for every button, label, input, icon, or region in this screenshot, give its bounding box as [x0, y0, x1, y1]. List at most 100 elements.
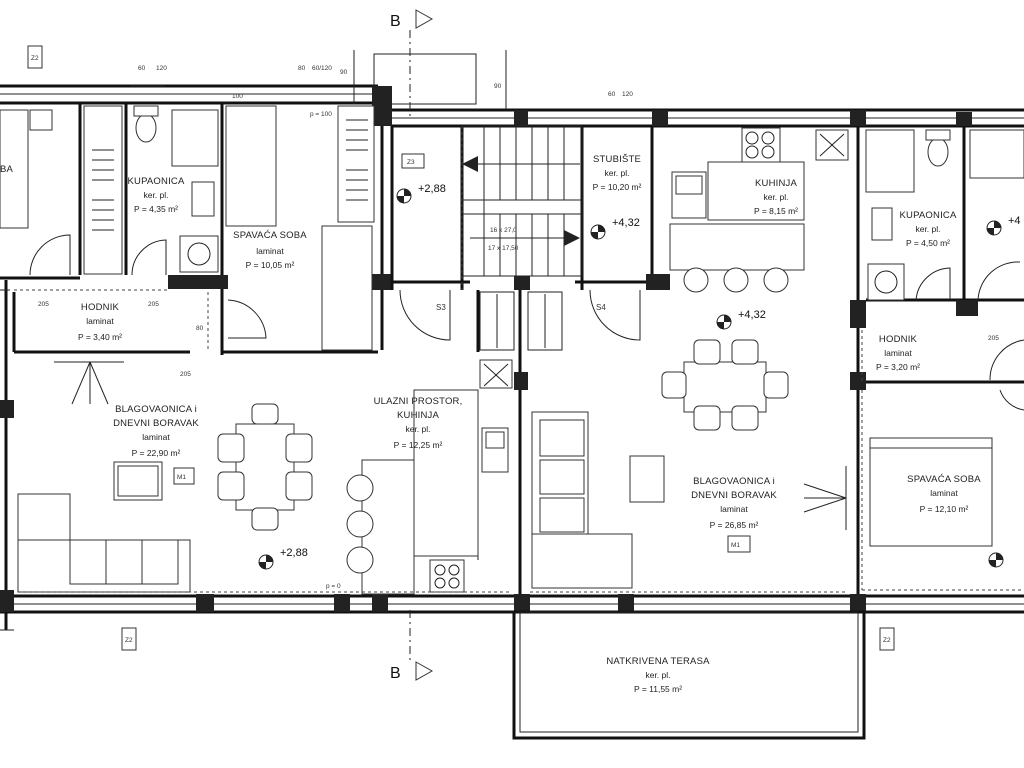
room-blagovaonica-right: BLAGOVAONICA i DNEVNI BORAVAK laminat P …: [691, 476, 777, 530]
level-value: +4,32: [612, 217, 640, 229]
room-area: P = 10,20 m²: [593, 182, 642, 192]
room-area: P = 3,20 m²: [876, 362, 920, 372]
room-area: P = 12,10 m²: [920, 504, 969, 514]
door-swings: [29, 234, 1024, 411]
room-area: P = 8,15 m²: [754, 206, 798, 216]
dim: p = 0: [326, 583, 341, 590]
room-name: BLAGOVAONICA i: [115, 404, 197, 415]
room-floor: ker. pl.: [405, 424, 430, 434]
dim: 60: [608, 91, 616, 98]
dim: 205: [38, 301, 49, 308]
dim: 100: [232, 93, 243, 100]
dim: 205: [988, 335, 999, 342]
room-area: P = 4,50 m²: [906, 238, 950, 248]
level-value: +4,32: [738, 309, 766, 321]
tag-z2: Z2: [31, 55, 39, 62]
tag-z2: Z2: [125, 637, 133, 644]
room-area: P = 26,85 m²: [710, 520, 759, 530]
room-floor: laminat: [884, 348, 912, 358]
room-terasa: NATKRIVENA TERASA ker. pl. P = 11,55 m²: [606, 656, 710, 694]
element-tags: Z2 Z3 Z2 Z2 M1 M1: [27, 45, 895, 651]
room-kuhinja: KUHINJA ker. pl. P = 8,15 m²: [754, 178, 798, 216]
dim: 90: [340, 69, 348, 76]
room-hodnik-right: HODNIK laminat P = 3,20 m²: [876, 334, 920, 372]
level-marker: +2,88: [396, 183, 446, 204]
dim: 60: [138, 65, 146, 72]
room-name: HODNIK: [81, 302, 120, 313]
room-spavaca-right: SPAVAĆA SOBA laminat P = 12,10 m²: [907, 474, 981, 514]
shaft-label-s4: S4: [596, 303, 606, 312]
shaft-label-s3: S3: [436, 303, 446, 312]
level-marker: +2,88: [258, 547, 308, 570]
room-name-cut: BA: [0, 164, 14, 175]
room-name: KUPAONICA: [899, 210, 957, 221]
room-floor: laminat: [930, 488, 958, 498]
furniture: [0, 105, 1024, 595]
room-floor: laminat: [142, 432, 170, 442]
room-kupaonica-left: KUPAONICA ker. pl. P = 4,35 m²: [127, 176, 185, 214]
section-letter: B: [390, 13, 401, 30]
dim: 120: [622, 91, 633, 98]
room-name: NATKRIVENA TERASA: [606, 656, 710, 667]
level-value: +2,88: [280, 547, 308, 559]
tag-z3: Z3: [407, 159, 415, 166]
dim: 60/120: [312, 65, 332, 72]
room-spavaca-left: SPAVAĆA SOBA laminat P = 10,05 m²: [233, 230, 307, 270]
room-name: SPAVAĆA SOBA: [907, 474, 981, 485]
section-marker-top: B: [390, 9, 434, 120]
room-floor: ker. pl.: [604, 168, 629, 178]
tag-m1: M1: [731, 542, 740, 549]
room-floor: ker. pl.: [645, 670, 670, 680]
room-area: P = 3,40 m²: [78, 332, 122, 342]
section-marker-bottom: B: [390, 610, 434, 682]
room-labels: BA KUPAONICA ker. pl. P = 4,35 m² SPAVAĆ…: [0, 154, 981, 694]
level-marker: +4,32: [716, 309, 766, 330]
level-value: +4: [1008, 215, 1021, 227]
room-name: KUHINJA: [397, 410, 440, 421]
dim: p = 100: [310, 111, 332, 118]
room-stubiste: STUBIŠTE ker. pl. P = 10,20 m²: [593, 154, 642, 192]
dim: 80: [298, 65, 306, 72]
tag-m1: M1: [177, 474, 186, 481]
dim: 80: [196, 325, 204, 332]
level-value: +2,88: [418, 183, 446, 195]
stair-spec-1: 16 x 27,0: [490, 227, 517, 234]
room-area: P = 10,05 m²: [246, 260, 295, 270]
dim: 205: [148, 301, 159, 308]
level-marker: +4,32: [590, 217, 640, 240]
room-name: BLAGOVAONICA i: [693, 476, 775, 487]
tag-z2: Z2: [883, 637, 891, 644]
room-ulazni: ULAZNI PROSTOR, KUHINJA ker. pl. P = 12,…: [374, 396, 463, 450]
section-letter: B: [390, 665, 401, 682]
terrace-outline: [512, 610, 866, 740]
room-area: P = 22,90 m²: [132, 448, 181, 458]
stair-spec-2: 17 x 17,50: [488, 245, 519, 252]
room-blagovaonica-left: BLAGOVAONICA i DNEVNI BORAVAK laminat P …: [113, 404, 199, 458]
level-marker: [988, 552, 1004, 568]
room-name: HODNIK: [879, 334, 918, 345]
dim: 205: [180, 371, 191, 378]
staircase: 16 x 27,0 17 x 17,50 S3 S4: [436, 125, 606, 351]
level-markers: +2,88 +4,32 +4,32 +2,88 +4: [258, 183, 1021, 570]
room-hodnik-left: HODNIK laminat P = 3,40 m²: [78, 302, 122, 342]
room-floor: laminat: [86, 316, 114, 326]
top-window-lines: [0, 50, 1024, 605]
dimension-labels: 60 120 80 60/120 90 205 100 205 80 205 p…: [38, 65, 999, 590]
room-name: STUBIŠTE: [593, 154, 641, 165]
room-name: ULAZNI PROSTOR,: [374, 396, 463, 407]
level-marker: +4: [986, 215, 1021, 236]
room-kupaonica-right: KUPAONICA ker. pl. P = 4,50 m²: [899, 210, 957, 248]
room-floor: laminat: [256, 246, 284, 256]
dim: 120: [156, 65, 167, 72]
room-area: P = 11,55 m²: [634, 684, 682, 694]
room-name: DNEVNI BORAVAK: [691, 490, 777, 501]
dim: 90: [494, 83, 502, 90]
room-name: KUPAONICA: [127, 176, 185, 187]
room-name: KUHINJA: [755, 178, 798, 189]
room-floor: laminat: [720, 504, 748, 514]
room-floor: ker. pl.: [915, 224, 940, 234]
room-name: SPAVAĆA SOBA: [233, 230, 307, 241]
dashed-references: [14, 126, 1024, 593]
room-floor: ker. pl.: [143, 190, 168, 200]
